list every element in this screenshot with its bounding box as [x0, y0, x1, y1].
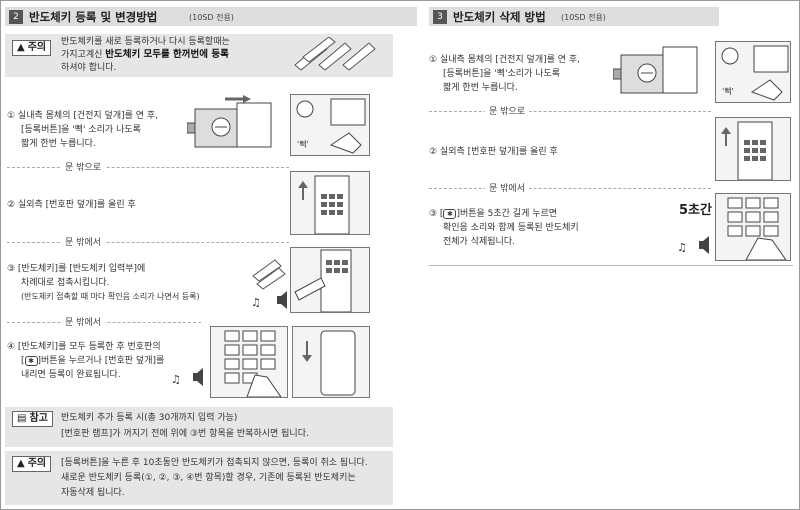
sound-icon: ♫	[251, 291, 287, 309]
section-header-delete: 3 반도체키 삭제 방법 (10SD 전용)	[429, 7, 719, 26]
indoor-lock-illustration	[187, 95, 272, 148]
caution-text-3: 하셔야 합니다.	[61, 63, 117, 73]
step3-line3: (반도체키 접촉할 때 마다 확인음 소리가 나면서 등록)	[21, 292, 200, 301]
r-step3-line3: 전체가 삭제됩니다.	[443, 237, 515, 247]
caution-badge: ▲주의	[12, 40, 52, 56]
register-button-closeup: '삑'	[715, 41, 791, 103]
svg-text:♫: ♫	[677, 241, 687, 254]
beep-label: '삑'	[722, 87, 734, 96]
reference-text-1: 반도체키 추가 등록 시(총 30개까지 입력 가능)	[61, 413, 238, 423]
step3-line1: ③ [반도체키]를 [반도체키 입력부]에	[7, 264, 146, 274]
key-touch-illustration	[290, 247, 370, 313]
cover-down-illustration	[292, 326, 370, 398]
step4-line1: ④ [반도체키]를 모두 등록한 후 번호판의	[7, 342, 161, 352]
warning-icon: ▲	[17, 458, 25, 469]
r-step3-line2: 확인음 소리와 함께 등록된 반도체키	[443, 223, 579, 233]
step2-line1: ② 실외측 [번호판 덮개]를 올린 후	[7, 200, 136, 210]
r-separator-1-label: 문 밖으로	[485, 104, 529, 117]
section-title: 반도체키 삭제 방법	[453, 9, 546, 24]
caution2-text-3: 자동삭제 됩니다.	[61, 488, 125, 498]
warning-icon: ▲	[17, 42, 25, 53]
r-separator-1	[429, 111, 711, 112]
section-header-register: 2 반도체키 등록 및 변경방법 (10SD 전용)	[5, 7, 417, 26]
r-step1-line2: [등록버튼]을 '삑'소리가 나도록	[443, 69, 561, 79]
sound-icon: ♫	[171, 368, 203, 386]
arrow-down-icon	[302, 341, 312, 362]
sound-icon: ♫	[677, 236, 709, 254]
separator-3-label: 문 밖에서	[61, 315, 105, 328]
step4-line2: [✱]버튼을 누르거나 [번호판 덮개]를	[21, 355, 165, 366]
caution-text-1: 반도체키를 새로 등록하거나 다시 등록할때는	[61, 37, 230, 47]
note-icon: ▤	[17, 413, 27, 424]
caution-box-2	[5, 451, 393, 505]
star-long-press-illustration	[715, 193, 791, 261]
caution-text-2: 가지고계신 반도체키 모두를 한꺼번에 등록	[61, 49, 229, 60]
key-and-sound-illustration: ♫	[251, 259, 287, 309]
section-number: 3	[433, 9, 447, 24]
step3-line2: 차례대로 접촉시킵니다.	[21, 278, 110, 288]
section-number: 2	[9, 9, 23, 24]
key-fobs-illustration	[294, 37, 376, 71]
beep-label: '삑'	[297, 140, 309, 149]
caution2-text-1: [등록버튼]을 누른 후 10초동안 반도체키가 접촉되지 않으면, 등록이 취…	[61, 458, 368, 468]
separator-2-label: 문 밖에서	[61, 235, 105, 248]
reference-box	[5, 407, 393, 447]
register-button-closeup: '삑'	[290, 94, 370, 156]
r-bottom-line	[429, 265, 793, 266]
keypad-cover-up-illustration	[290, 171, 370, 235]
arrow-up-icon	[298, 181, 308, 200]
step1-line1: ① 실내측 몸체의 [건전지 덮개]를 연 후,	[7, 111, 159, 121]
section-note: (10SD 전용)	[189, 13, 234, 22]
r-separator-2-label: 문 밖에서	[485, 181, 529, 194]
five-seconds-label: 5초간	[679, 203, 712, 218]
star-button-icon: ✱	[24, 355, 38, 366]
r-step3-line1: ③ [✱]버튼을 5초간 길게 누르면	[429, 208, 558, 219]
svg-text:♫: ♫	[251, 296, 261, 309]
keypad-cover-up-illustration	[715, 117, 791, 181]
separator-1	[7, 167, 289, 168]
r-step1-line3: 짧게 한번 누릅니다.	[443, 83, 518, 93]
step4-line3: 내리면 등록이 완료됩니다.	[21, 370, 121, 380]
indoor-lock-illustration	[613, 46, 698, 94]
caution-badge-2: ▲주의	[12, 456, 52, 472]
section-title: 반도체키 등록 및 변경방법	[29, 9, 158, 24]
section-note: (10SD 전용)	[561, 13, 606, 22]
r-separator-2	[429, 188, 711, 189]
r-step2-line1: ② 실외측 [번호판 덮개]를 올린 후	[429, 147, 558, 157]
caution2-text-2: 새로운 반도체키 등록(①, ②, ③, ④번 항목)할 경우, 기존에 등록된…	[61, 473, 356, 483]
star-button-icon: ✱	[443, 208, 457, 219]
arrow-up-icon	[721, 127, 731, 146]
step1-line2: [등록버튼]을 '삑' 소리가 나도록	[21, 125, 141, 135]
reference-text-2: [번호판 램프]가 꺼지기 전에 위에 ③번 항목을 반복하시면 됩니다.	[61, 429, 309, 439]
svg-text:♫: ♫	[171, 373, 181, 386]
separator-2	[7, 242, 289, 243]
step1-line3: 짧게 한번 누릅니다.	[21, 139, 96, 149]
r-step1-line1: ① 실내측 몸체의 [건전지 덮개]를 연 후,	[429, 55, 581, 65]
star-press-illustration	[210, 326, 288, 398]
reference-badge: ▤참고	[12, 411, 53, 427]
separator-1-label: 문 밖으로	[61, 160, 105, 173]
